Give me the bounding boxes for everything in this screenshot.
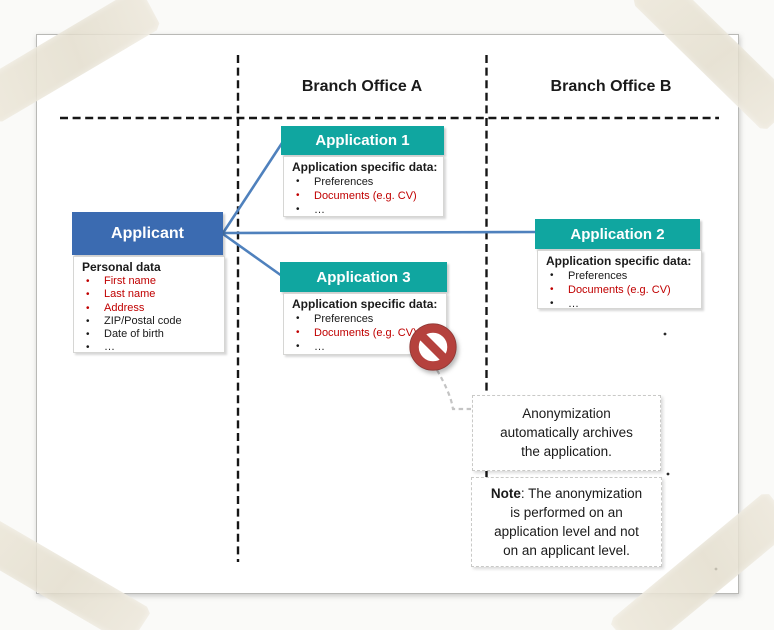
note-line: application level and not xyxy=(494,524,639,539)
bullet-icon: • xyxy=(86,276,90,287)
bullet-icon: • xyxy=(296,190,300,202)
application-1-body: Application specific data: •Preferences•… xyxy=(283,156,444,217)
list-item: • Last name xyxy=(82,288,219,301)
list-item-label: Last name xyxy=(104,288,156,301)
bullet-icon: • xyxy=(296,327,300,339)
list-item: • Address xyxy=(82,302,219,315)
list-item: • Preferences xyxy=(292,312,441,326)
list-item-label: … xyxy=(568,298,579,311)
applicant-box-title: Applicant xyxy=(72,212,223,255)
application-2-data-list: •Preferences•Documents (e.g. CV)•… xyxy=(546,269,696,312)
list-item-label: … xyxy=(104,341,115,354)
list-item-label: ZIP/Postal code xyxy=(104,314,182,327)
list-item: • Documents (e.g. CV) xyxy=(292,326,441,340)
list-item: • Preferences xyxy=(292,175,438,189)
list-item: •… xyxy=(82,341,219,354)
note-label: Note xyxy=(490,486,521,501)
list-item: •… xyxy=(292,203,438,217)
callout-line: the application. xyxy=(521,444,612,459)
list-item-label: Documents (e.g. CV) xyxy=(568,284,671,297)
application-1-title: Application 1 xyxy=(281,126,444,155)
list-item-label: Documents (e.g. CV) xyxy=(314,190,417,203)
list-item-label: Address xyxy=(104,301,145,314)
list-item-label: First name xyxy=(104,275,156,287)
section-title: Application specific data: xyxy=(292,297,438,311)
list-item: • First name xyxy=(82,275,219,288)
bullet-icon: • xyxy=(550,270,554,281)
bullet-icon: • xyxy=(86,329,90,341)
column-heading-branch-office-b: Branch Office B xyxy=(550,78,672,95)
section-title: Application specific data: xyxy=(292,160,438,174)
application-2-title: Application 2 xyxy=(535,219,700,249)
bullet-icon: • xyxy=(86,289,90,301)
bullet-icon: • xyxy=(86,302,90,314)
note-line: is performed on an xyxy=(510,505,623,520)
bullet-icon: • xyxy=(550,284,554,296)
list-item: • Documents (e.g. CV) xyxy=(546,283,696,297)
application-3-data-list: •Preferences•Documents (e.g. CV)•… xyxy=(292,312,441,355)
archive-callout: Anonymization automatically archives the a… xyxy=(472,395,661,471)
personal-data-list: • First name • Last name • Address • ZIP/Postal… xyxy=(82,275,219,355)
list-item-label: Documents (e.g. CV) xyxy=(314,327,417,340)
note-line: Note: The anonymization xyxy=(490,486,643,501)
note-line: on an applicant level. xyxy=(503,543,630,558)
applicant-box-body: Personal data • First name • Last name • Addr… xyxy=(73,256,225,353)
note-callout: Note: The anonymization is performed on … xyxy=(471,477,662,567)
list-item: • Date of birth xyxy=(82,328,219,341)
application-2-body: Application specific data: •Preferences•… xyxy=(537,250,702,312)
list-item: •… xyxy=(546,297,696,311)
list-item: • ZIP/Postal code xyxy=(82,315,219,328)
bullet-icon: • xyxy=(296,341,300,353)
section-title: Personal data xyxy=(82,260,161,274)
bullet-icon: • xyxy=(550,298,554,310)
list-item-label: … xyxy=(314,204,325,217)
section-title: Application specific data: xyxy=(546,254,692,268)
list-item-label: Date of birth xyxy=(104,328,164,341)
bullet-icon: • xyxy=(296,176,300,187)
list-item-label: … xyxy=(314,341,325,354)
column-heading-branch-office-a: Branch Office A xyxy=(301,78,423,95)
list-item: • Preferences xyxy=(546,269,696,283)
no-entry-icon xyxy=(409,323,457,371)
list-item: • Documents (e.g. CV) xyxy=(292,189,438,203)
bullet-icon: • xyxy=(296,313,300,324)
list-item: •… xyxy=(292,340,441,354)
application-3-title: Application 3 xyxy=(280,262,447,292)
callout-line: automatically archives xyxy=(500,425,633,440)
application-1-data-list: •Preferences•Documents (e.g. CV)•… xyxy=(292,175,438,218)
list-item-label: Preferences xyxy=(314,313,374,325)
bullet-icon: • xyxy=(86,342,90,354)
list-item-label: Preferences xyxy=(314,176,374,188)
bullet-icon: • xyxy=(296,204,300,216)
bullet-icon: • xyxy=(86,315,90,327)
callout-line: Anonymization xyxy=(522,406,611,421)
list-item-label: Preferences xyxy=(568,270,628,282)
